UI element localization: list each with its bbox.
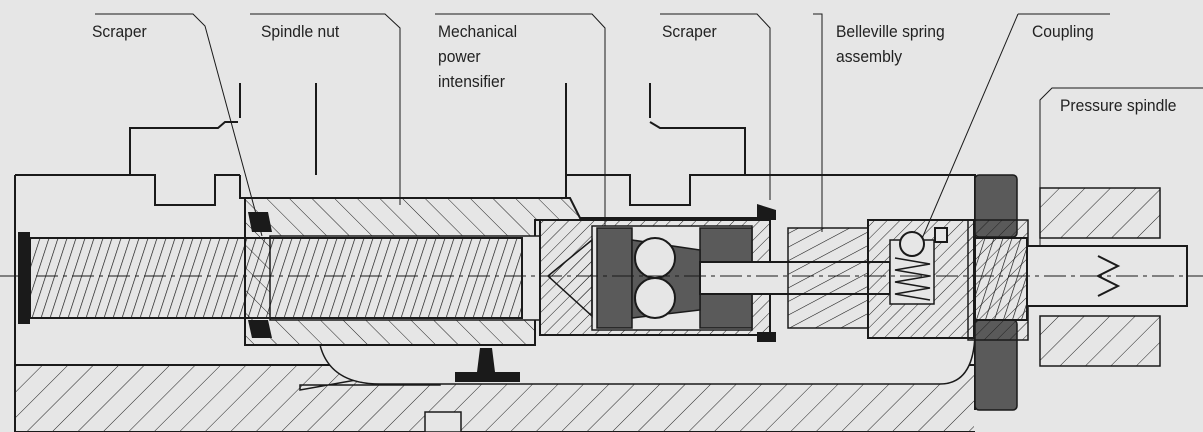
label-power-intensifier-line3: intensifier: [438, 72, 505, 91]
screw-end-cap: [18, 232, 30, 324]
label-coupling: Coupling: [1032, 22, 1094, 41]
label-belleville-line2: assembly: [836, 47, 903, 66]
coupling-ball: [899, 231, 925, 257]
coupling-detent: [934, 227, 948, 243]
label-pressure-spindle: Pressure spindle: [1060, 96, 1177, 115]
label-scraper-left: Scraper: [92, 22, 147, 41]
piston-left: [596, 227, 633, 329]
leader-belleville: [813, 13, 823, 232]
pressure-spindle-thread: [974, 237, 1028, 321]
scraper-seal-right-bottom: [757, 332, 776, 342]
pressure-spindle-hatch-top: [1039, 187, 1161, 239]
wedge-tip: [546, 238, 593, 318]
scraper-seal-left-bottom: [248, 320, 272, 338]
screw-spindle: [29, 237, 523, 319]
support-foot: [455, 348, 520, 382]
leader-scraper-right: [660, 13, 771, 200]
leader-coupling-diag: [917, 13, 1019, 249]
leader-lines: [95, 13, 1203, 270]
label-scraper-right: Scraper: [662, 22, 717, 41]
scraper-seal-right-top: [757, 204, 776, 220]
label-power-intensifier: Mechanical power intensifier: [438, 19, 517, 94]
label-power-intensifier-line2: power: [438, 47, 481, 66]
leader-power-intensifier: [435, 13, 606, 255]
label-power-intensifier-line1: Mechanical: [438, 22, 518, 41]
leader-scraper-left: [95, 13, 263, 237]
label-spindle-nut: Spindle nut: [261, 22, 340, 41]
scraper-seal-left-top: [248, 212, 272, 232]
leader-pressure-spindle: [1039, 87, 1203, 270]
coupling-spring: [894, 257, 931, 301]
leader-spindle-nut: [250, 13, 401, 205]
label-belleville-line1: Belleville spring: [836, 22, 945, 41]
base-slot: [424, 411, 462, 432]
belleville-spring-stack: [787, 227, 869, 329]
roller-top: [634, 237, 676, 279]
pressure-spindle-hatch-bottom: [1039, 315, 1161, 367]
housing-outline: [14, 83, 976, 432]
label-belleville: Belleville spring assembly: [836, 19, 945, 69]
roller-bottom: [634, 277, 676, 319]
